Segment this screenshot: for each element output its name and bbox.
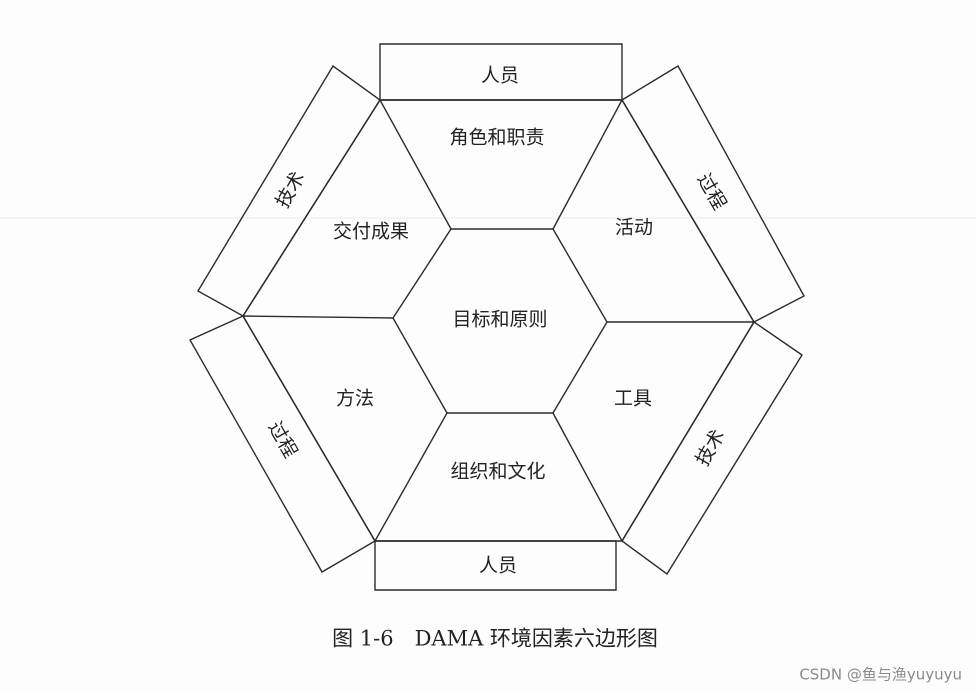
outer-box-upper-right <box>621 65 805 323</box>
outer-label-lower-right: 技术 <box>692 426 730 470</box>
outer-box-lower-left <box>189 315 376 573</box>
spoke-bottom-left <box>374 412 448 542</box>
outer-box-lower-right <box>621 321 803 576</box>
spoke-bottom-right <box>552 412 623 542</box>
segment-label-lower-left: 方法 <box>336 388 374 410</box>
outer-box-bottom <box>374 540 617 591</box>
watermark: CSDN @鱼与渔yuyuyu <box>799 666 962 684</box>
outer-box-upper-left <box>197 64 381 317</box>
outer-label-lower-left: 过程 <box>263 418 301 462</box>
outer-label-bottom: 人员 <box>479 555 517 577</box>
outer-label-top: 人员 <box>481 65 519 87</box>
outer-label-upper-right: 过程 <box>692 170 730 214</box>
segment-label-upper-right: 活动 <box>615 217 653 239</box>
segment-label-top: 角色和职责 <box>449 127 544 149</box>
figure-caption: 图 1-6 DAMA 环境因素六边形图 <box>332 627 658 651</box>
segment-label-upper-left: 交付成果 <box>333 221 409 243</box>
spoke-top-left <box>379 99 452 230</box>
segment-label-bottom: 组织和文化 <box>450 461 545 483</box>
spoke-left <box>242 315 394 319</box>
center-label: 目标和原则 <box>452 309 547 331</box>
spoke-top-right <box>552 99 623 230</box>
outer-label-upper-left: 技术 <box>272 168 310 212</box>
segment-label-lower-right: 工具 <box>614 388 652 410</box>
